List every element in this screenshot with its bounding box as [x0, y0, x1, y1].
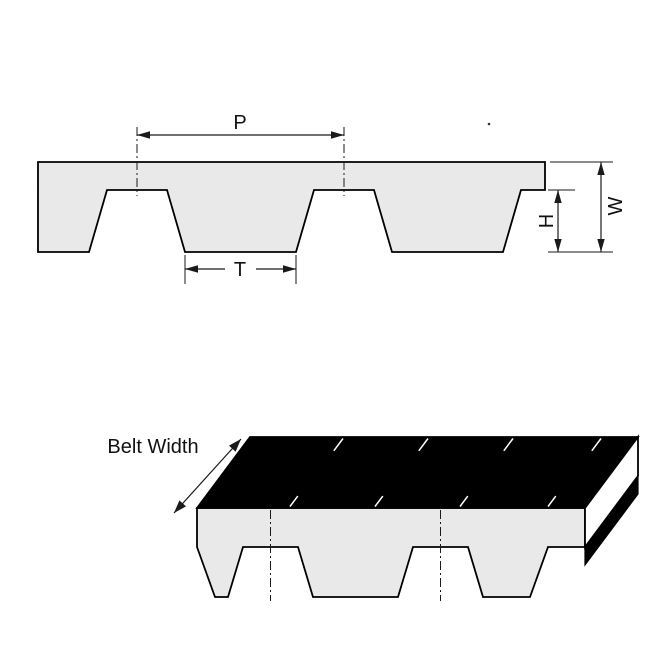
- h-arrowhead-bottom: [554, 239, 562, 252]
- stray-dot: [487, 122, 491, 126]
- tooth-division-tick: [374, 495, 384, 507]
- belt-profile: [37, 161, 546, 253]
- p-dimension: P: [136, 112, 345, 196]
- p-arrowhead-right: [331, 131, 344, 139]
- tooth-division-tick: [591, 438, 602, 452]
- w-arrowhead-top: [597, 162, 605, 175]
- h-label: H: [536, 214, 558, 228]
- p-arrowhead-left: [137, 131, 150, 139]
- isometric-view: Belt Width: [107, 434, 640, 601]
- t-arrowhead-right: [283, 265, 296, 273]
- tooth-division-tick: [418, 438, 429, 452]
- tooth-division-tick: [333, 438, 344, 452]
- belt-top-face: [195, 436, 640, 509]
- tooth-division-tick: [289, 495, 299, 507]
- belt-width-arrowhead-outer: [229, 439, 241, 452]
- h-arrowhead-top: [554, 190, 562, 203]
- h-dimension: H: [536, 189, 613, 253]
- belt-width-label: Belt Width: [107, 436, 198, 458]
- tooth-division-tick: [547, 495, 557, 507]
- t-label: T: [234, 259, 246, 281]
- p-label: P: [233, 112, 246, 134]
- belt-end-tooth-face: [584, 474, 639, 567]
- tooth-division-tick: [459, 495, 469, 507]
- tooth-division-tick: [503, 438, 514, 452]
- cross-section-view: P T H W: [37, 112, 627, 284]
- w-arrowhead-bottom: [597, 239, 605, 252]
- w-dimension: W: [550, 161, 627, 252]
- belt-width-arrow-line: [173, 438, 242, 514]
- w-label: W: [605, 196, 627, 215]
- belt-front-face: [196, 507, 586, 598]
- t-arrowhead-left: [185, 265, 198, 273]
- t-dimension: T: [184, 255, 297, 284]
- belt-width-arrowhead-inner: [174, 500, 186, 513]
